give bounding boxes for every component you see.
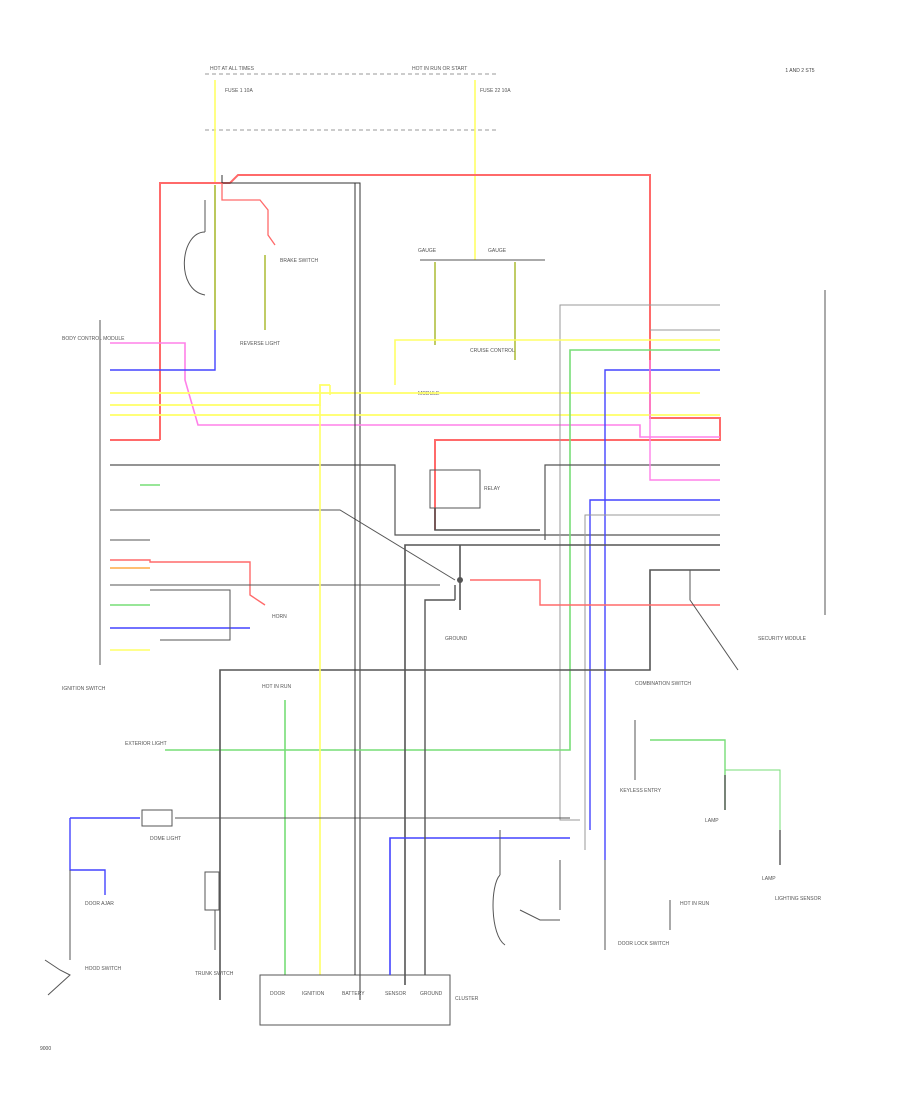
trunk-switch-label: TRUNK SWITCH [195, 971, 234, 977]
keyless-entry-label: KEYLESS ENTRY [620, 788, 662, 794]
lamp-left-label: LAMP [705, 818, 719, 824]
ignition-switch-label: IGNITION SWITCH [62, 686, 106, 692]
dome-light-label: DOME LIGHT [150, 836, 181, 842]
hot-run-2-label: HOT IN RUN [262, 684, 291, 690]
cruise-label: CRUISE CONTROL [470, 348, 515, 354]
lower-right-circuits: COMBINATION SWITCH LAMP LAMP KEYLESS ENT… [492, 570, 822, 950]
lower-left-circuits: EXTERIOR LIGHT HOOD SWITCH DOME LIGHT DO… [44, 741, 570, 996]
gauge-left-label: GAUGE [418, 248, 437, 254]
red-wire-top [110, 174, 721, 530]
power-bus: HOT AT ALL TIMES HOT IN RUN OR START FUS… [205, 66, 511, 131]
hot-run-feed: HOT IN RUN [262, 339, 720, 975]
relay-label: RELAY [484, 486, 501, 492]
fuse-feeds [214, 80, 476, 330]
signal-wires [110, 304, 720, 1000]
fuse-left-label: FUSE 1 10A [225, 88, 253, 94]
lighting-sensor-label: LIGHTING SENSOR [775, 896, 822, 902]
hood-switch-label: HOOD SWITCH [85, 966, 121, 972]
bottom-module: DOOR IGNITION BATTERY SENSOR GROUND CLUS… [259, 183, 570, 1026]
left-module-label: BODY CONTROL MODULE [62, 336, 125, 342]
module-label: MODULE [418, 391, 440, 397]
right-module-label: SECURITY MODULE [758, 636, 807, 642]
hot-run-3-label: HOT IN RUN [680, 901, 709, 907]
door-ajar-label: DOOR AJAR [85, 901, 114, 907]
door-lock-switch-label: DOOR LOCK SWITCH [618, 941, 670, 947]
page-ref: 1 AND 2 ST5 [785, 68, 814, 74]
lamp-right-label: LAMP [762, 876, 776, 882]
reverse-light-label: REVERSE LIGHT [240, 341, 280, 347]
b-ground-label: GROUND [420, 991, 443, 997]
b-sensor-label: SENSOR [385, 991, 407, 997]
fuse-right-label: FUSE 22 10A [480, 88, 511, 94]
b-ignition-label: IGNITION [302, 991, 325, 997]
right-module: SECURITY MODULE [758, 290, 826, 642]
b-battery-label: BATTERY [342, 991, 365, 997]
hot-run-label: HOT IN RUN OR START [412, 66, 467, 72]
relay: RELAY [429, 469, 540, 531]
gauge-right-label: GAUGE [488, 248, 507, 254]
ground-label: GROUND [445, 636, 468, 642]
cluster-label: CLUSTER [455, 996, 479, 1002]
horn-label: HORN [272, 614, 287, 620]
hot-all-times-label: HOT AT ALL TIMES [210, 66, 255, 72]
brake-switch-label: BRAKE SWITCH [280, 258, 318, 264]
brake-switch: BRAKE SWITCH REVERSE LIGHT [183, 175, 361, 1000]
exterior-light-label: EXTERIOR LIGHT [125, 741, 167, 747]
cruise-section: GAUGE GAUGE CRUISE CONTROL MODULE [418, 248, 545, 397]
b-door-label: DOOR [270, 991, 285, 997]
combination-switch-label: COMBINATION SWITCH [635, 681, 691, 687]
lower-left-connectors: HORN [110, 539, 440, 651]
figure-code: 9000 [40, 1046, 51, 1052]
left-module: BODY CONTROL MODULE IGNITION SWITCH [62, 320, 125, 692]
ground-node: GROUND [445, 545, 468, 642]
